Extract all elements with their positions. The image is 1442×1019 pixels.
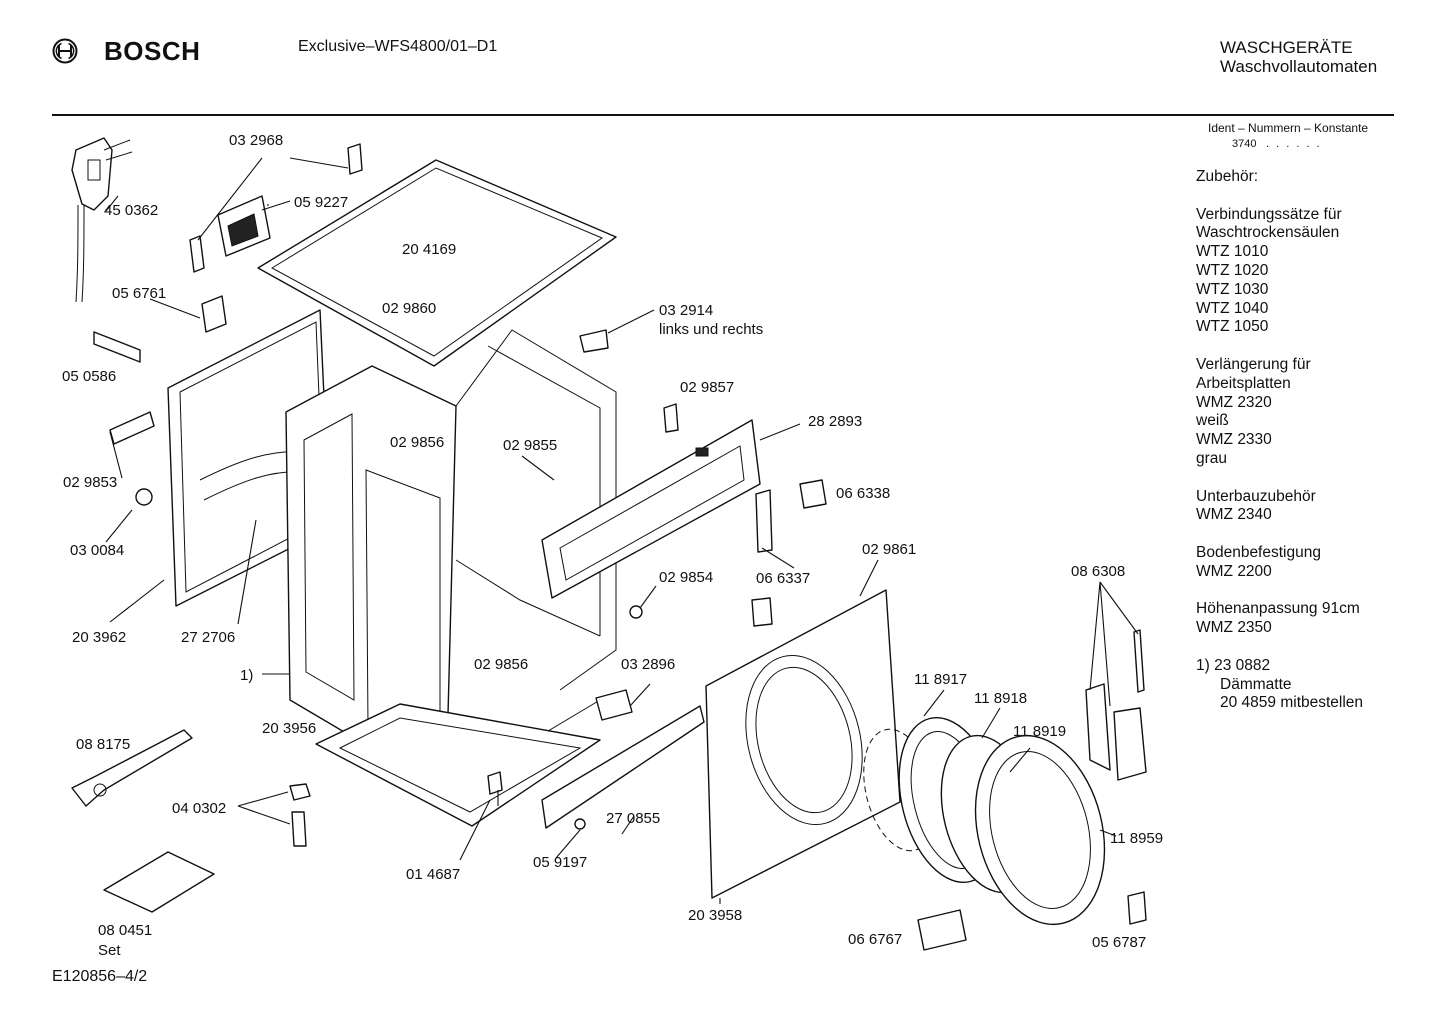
part-label-02-9855: 02 9855 [503, 437, 557, 454]
ident-title: Ident – Nummern – Konstante [1208, 121, 1369, 135]
part-label-02-9857: 02 9857 [680, 379, 734, 396]
part-label-links-und-rechts: links und rechts [659, 321, 763, 338]
part-label-11-8918: 11 8918 [974, 690, 1027, 707]
accessories-line: Arbeitsplatten [1196, 374, 1291, 392]
accessories-line: Unterbauzubehör [1196, 487, 1316, 505]
ident-value: 3740 [1232, 138, 1257, 150]
part-label-11-8917: 11 8917 [914, 671, 967, 688]
accessories-line: WMZ 2350 [1196, 619, 1272, 637]
part-label-04-0302: 04 0302 [172, 800, 226, 817]
accessories-line: WMZ 2320 [1196, 393, 1272, 411]
part-label-02-9856-bottom: 02 9856 [474, 656, 528, 673]
part-label-02-9861: 02 9861 [862, 541, 916, 558]
accessories-line: WMZ 2340 [1196, 506, 1272, 524]
model-title: Exclusive–WFS4800/01–D1 [298, 38, 498, 55]
power-plug-drawing [71, 137, 133, 303]
drawing-number: E120856–4/2 [52, 968, 148, 985]
part-label-20-3956: 20 3956 [262, 720, 316, 737]
part-label-20-4169: 20 4169 [402, 241, 456, 258]
accessories-line: 20 4859 mitbestellen [1220, 694, 1364, 712]
part-label-03-0084: 03 0084 [70, 542, 124, 559]
accessories-line: WTZ 1040 [1196, 299, 1269, 317]
category-title: WASCHGERÄTE [1220, 38, 1353, 57]
part-label-06-6338: 06 6338 [836, 485, 890, 502]
accessories-line: Dämmatte [1220, 675, 1292, 693]
part-label-03-2914: 03 2914 [659, 302, 713, 319]
accessories-line: weiß [1196, 412, 1229, 430]
part-label-02-9854: 02 9854 [659, 569, 713, 586]
part-label-45-0362: 45 0362 [104, 202, 158, 219]
accessories-line: Höhenanpassung 91cm [1196, 600, 1360, 618]
accessories-line: Verlängerung für [1196, 355, 1311, 373]
part-label-03-2896: 03 2896 [621, 656, 675, 673]
bosch-logo-icon [52, 38, 78, 64]
part-label-20-3958: 20 3958 [688, 907, 742, 924]
part-label-03-2968: 03 2968 [229, 132, 283, 149]
part-label-08-0451: 08 0451 [98, 922, 152, 939]
part-label-02-9856-top: 02 9856 [390, 434, 444, 451]
part-label-20-3962: 20 3962 [72, 629, 126, 646]
part-label-05-9197: 05 9197 [533, 854, 587, 871]
accessories-line: Verbindungssätze für [1196, 205, 1342, 223]
ident-dots: . . . . . . [1266, 138, 1322, 150]
part-label-27-0855: 27 0855 [606, 810, 660, 827]
accessories-line: WTZ 1020 [1196, 261, 1269, 279]
accessories-line: Bodenbefestigung [1196, 543, 1321, 561]
part-label-28-2893: 28 2893 [808, 413, 862, 430]
part-label-05-9227: 05 9227 [294, 194, 348, 211]
part-label-05-6787: 05 6787 [1092, 934, 1146, 951]
part-label-08-6308: 08 6308 [1071, 563, 1125, 580]
accessories-line: 1) 23 0882 [1196, 656, 1271, 674]
part-label-08-8175: 08 8175 [76, 736, 130, 753]
part-label-11-8919: 11 8919 [1013, 723, 1066, 740]
accessories-line: Zubehör: [1196, 168, 1259, 185]
part-label-01-4687: 01 4687 [406, 866, 460, 883]
brand-name: BOSCH [104, 36, 201, 66]
accessories-line: WTZ 1030 [1196, 280, 1269, 298]
accessories-line: WMZ 2200 [1196, 562, 1272, 580]
accessories-line: WTZ 1010 [1196, 243, 1269, 261]
cabinet-frame-drawing [285, 329, 617, 793]
part-label-06-6337: 06 6337 [756, 570, 810, 587]
accessories-line: WTZ 1050 [1196, 318, 1269, 336]
part-label-06-6767: 06 6767 [848, 931, 902, 948]
part-label-05-0586: 05 0586 [62, 368, 116, 385]
header-divider [52, 114, 1394, 116]
part-label-05-6761: 05 6761 [112, 285, 166, 302]
part-label-footnote-1: 1) [240, 667, 253, 684]
category-subtitle: Waschvollautomaten [1220, 57, 1378, 76]
accessories-line: Waschtrockensäulen [1196, 224, 1340, 242]
accessories-line: grau [1196, 449, 1228, 467]
part-label-11-8959: 11 8959 [1110, 830, 1163, 847]
part-label-set: Set [98, 942, 121, 959]
accessories-line: WMZ 2330 [1196, 431, 1272, 449]
part-label-27-2706: 27 2706 [181, 629, 235, 646]
part-label-02-9860: 02 9860 [382, 300, 436, 317]
part-label-02-9853: 02 9853 [63, 474, 117, 491]
